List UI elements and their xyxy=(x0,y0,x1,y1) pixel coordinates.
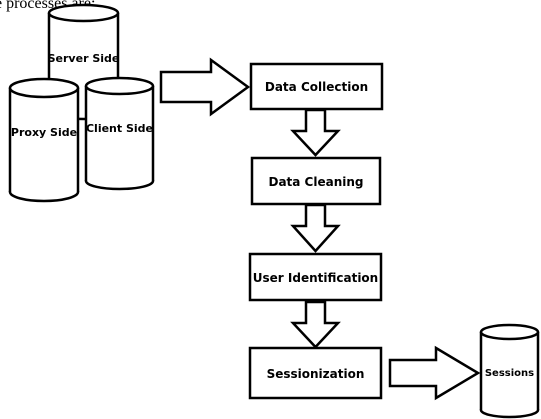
source-cylinder-proxy: Proxy Side xyxy=(8,77,80,203)
source-label-server: Server Side xyxy=(48,52,120,65)
output-cylinder-sessions: Sessions xyxy=(479,323,540,419)
step-box-user-identification: User Identification xyxy=(248,252,383,302)
arrow-collection-to-cleaning xyxy=(290,108,341,157)
step-box-data-collection: Data Collection xyxy=(249,62,384,111)
output-label-sessions: Sessions xyxy=(485,368,534,379)
arrow-cleaning-to-identification xyxy=(290,203,341,253)
source-label-proxy: Proxy Side xyxy=(11,126,77,139)
step-box-sessionization: Sessionization xyxy=(248,346,383,400)
step-label-sessionization: Sessionization xyxy=(267,367,365,381)
step-label-user-identification: User Identification xyxy=(253,271,378,285)
arrow-sessionization-to-sessions xyxy=(388,345,481,401)
source-label-client: Client Side xyxy=(86,122,153,135)
step-label-data-collection: Data Collection xyxy=(265,80,368,94)
arrow-sources-to-collection xyxy=(159,57,251,117)
source-cylinder-client: Client Side xyxy=(84,76,155,191)
arrow-identification-to-sessionization xyxy=(290,300,341,349)
step-label-data-cleaning: Data Cleaning xyxy=(268,175,363,189)
step-box-data-cleaning: Data Cleaning xyxy=(250,156,382,206)
